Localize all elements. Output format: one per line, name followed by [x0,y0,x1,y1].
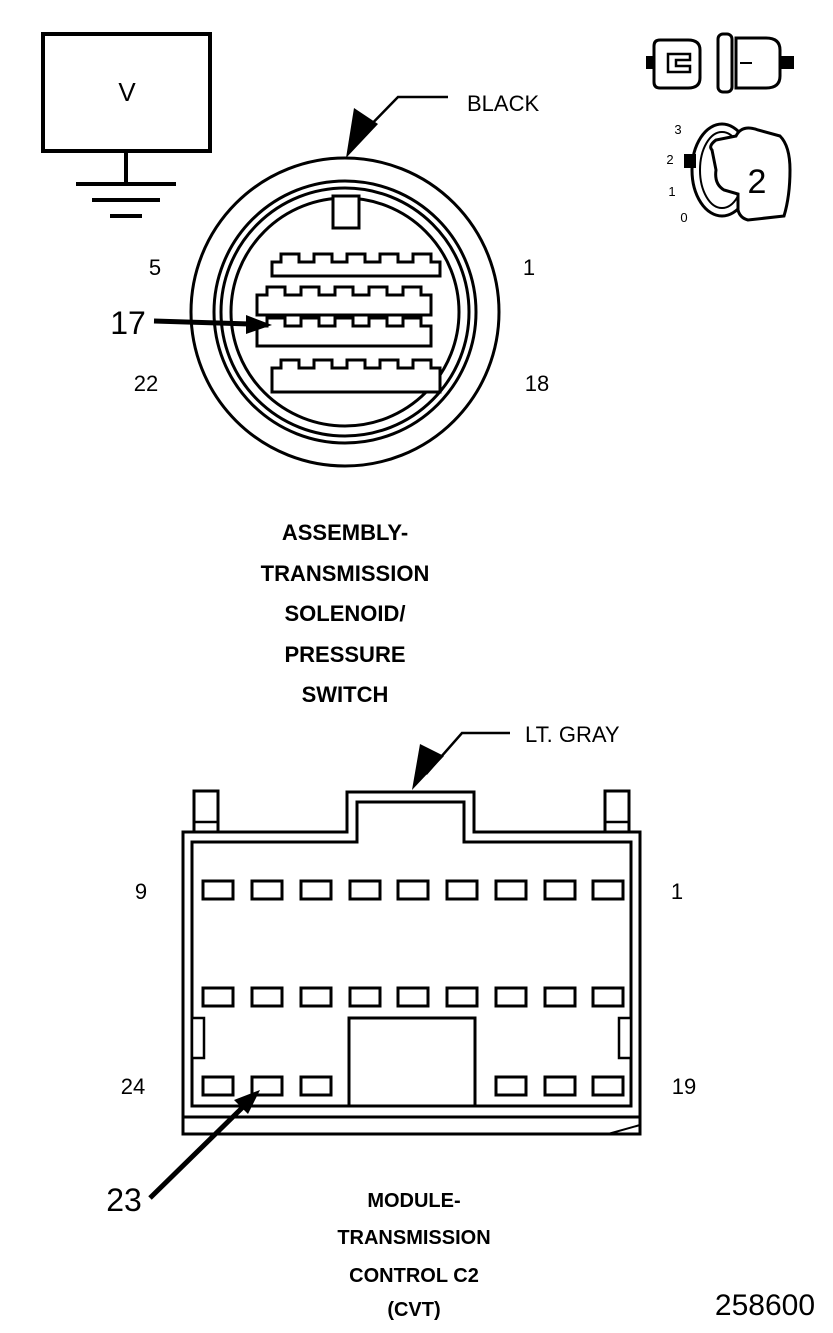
connector-1-pin-18: 18 [525,371,549,396]
connector-2-pin-24: 24 [121,1074,145,1099]
connector-1-color-label: BLACK [467,91,539,116]
ignition-position-3: 3 [674,122,681,137]
connector-1-title-line-1: ASSEMBLY- [282,520,408,545]
connector-1-pin-5: 5 [149,255,161,280]
connector-2-title-line-4: (CVT) [387,1299,440,1321]
connector-1-pin-1: 1 [523,255,535,280]
terminal-row-3 [255,316,433,348]
connector-1-callout-pin: 17 [110,305,146,341]
connector-2-title-line-1: MODULE- [367,1190,460,1212]
connector-2-callout-pin: 23 [106,1182,142,1218]
terminal-row-1 [270,252,442,278]
tcm-connector: LT. GRAY [106,722,696,1321]
ignition-position-0: 0 [680,210,687,225]
voltmeter-label: V [118,77,136,107]
connector-2-title-line-2: TRANSMISSION [337,1227,490,1249]
ignition-key-icon: 3 2 1 0 2 [666,122,792,225]
connector-2-color-label: LT. GRAY [525,722,620,747]
terminal-row-4 [270,358,442,394]
ignition-position-2: 2 [666,152,673,167]
connector-1-title-line-4: PRESSURE [284,642,405,667]
ignition-key-number: 2 [748,163,767,201]
connector-1-pin-22: 22 [134,371,158,396]
connector-disconnected-icon [646,32,794,94]
connector-2-pin-1: 1 [671,879,683,904]
cavity-row-top [201,879,625,901]
connector-2-title-line-3: CONTROL C2 [349,1265,479,1287]
figure-number: 258600 [715,1289,815,1322]
voltmeter-symbol: V [41,32,212,218]
connector-1-title-line-5: SWITCH [302,682,389,707]
connector-1-title-line-3: SOLENOID/ [284,601,405,626]
cavity-row-middle [201,986,625,1008]
terminal-row-2 [255,285,433,317]
callout-arrowhead [234,1090,260,1114]
connector-2-pin-9: 9 [135,879,147,904]
ignition-position-1: 1 [668,184,675,199]
connector-1-title-line-2: TRANSMISSION [261,561,430,586]
ground-icon [76,151,176,218]
cavity-row-bottom [201,1075,625,1097]
connector-2-pin-19: 19 [672,1074,696,1099]
solenoid-connector: BLACK 5 1 22 18 17 ASSEMBLY- TRANSMISSIO… [110,91,549,707]
callout-arrowhead [246,315,272,334]
